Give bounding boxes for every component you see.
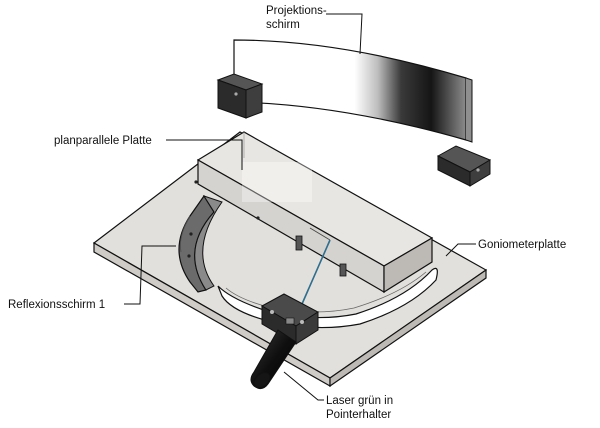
leader-lines xyxy=(124,13,476,401)
label-plane-parallel-plate: planparallele Platte xyxy=(54,135,152,147)
laser-pointer xyxy=(250,329,297,390)
laser-beam xyxy=(301,239,331,305)
goniometer-plate xyxy=(92,131,488,388)
laser-holder-icon xyxy=(260,293,319,345)
label-goniometer-plate: Goniometerplatte xyxy=(478,239,567,251)
label-laser: Laser grün in Pointerhalter xyxy=(326,394,393,422)
label-laser-line1: Laser grün in xyxy=(326,395,394,407)
label-projection-screen-line1: Projektions- xyxy=(266,5,327,17)
label-projection-screen-line2: schirm xyxy=(266,19,300,31)
projection-screen-right-block xyxy=(436,145,492,187)
label-laser-line2: Pointerhalter xyxy=(326,409,392,421)
projection-screen-left-block xyxy=(216,73,264,119)
projection-screen xyxy=(233,39,473,143)
label-reflection-screen: Reflexionsschirm 1 xyxy=(8,299,106,311)
label-projection-screen: Projektions- schirm xyxy=(266,4,327,32)
planparallel-plate xyxy=(194,131,434,294)
reflection-screen-1 xyxy=(178,194,223,293)
